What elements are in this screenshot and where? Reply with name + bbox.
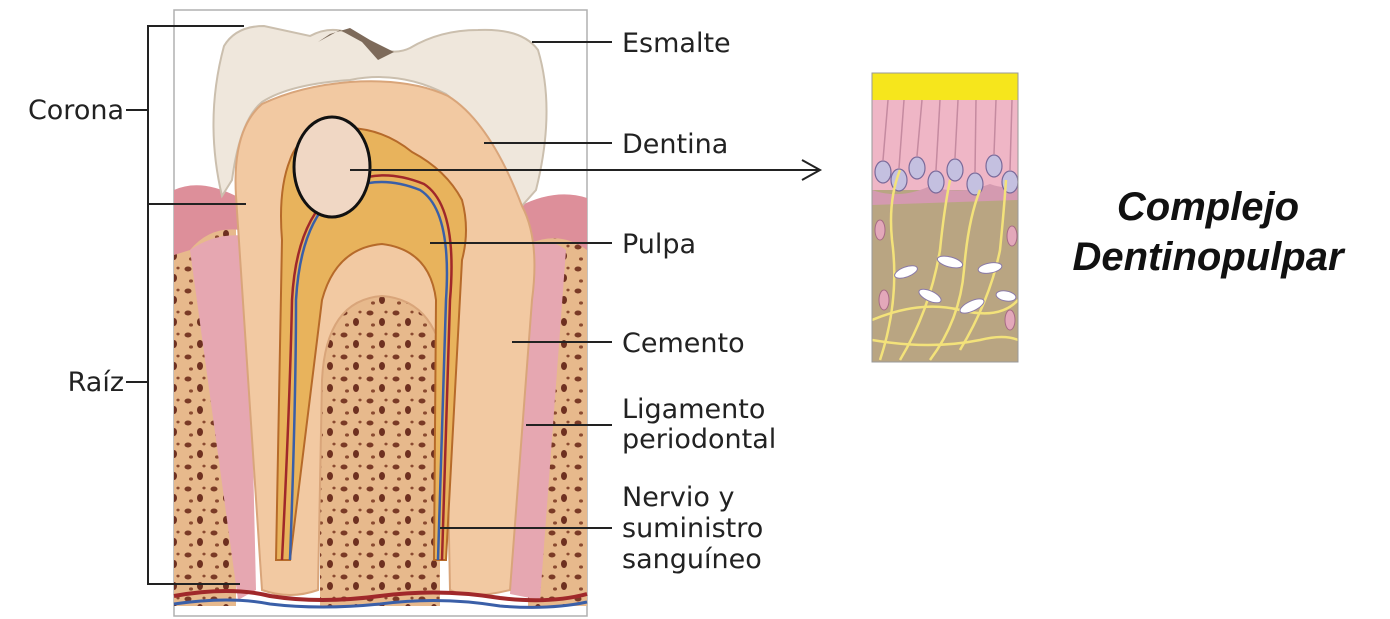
- title-line-1: Complejo: [1117, 185, 1299, 229]
- inter-root-bone: [320, 290, 440, 606]
- label-nervio-2: suministro: [622, 513, 763, 544]
- label-ligamento-1: Ligamento: [622, 394, 765, 425]
- dentinopulpar-detail-image: [872, 73, 1018, 362]
- label-esmalte: Esmalte: [622, 28, 731, 59]
- label-pulpa: Pulpa: [622, 229, 696, 260]
- label-ligamento-2: periodontal: [622, 424, 776, 455]
- label-cemento: Cemento: [622, 328, 745, 359]
- tooth-illustration: [174, 10, 587, 616]
- label-corona: Corona: [28, 95, 124, 126]
- label-raiz: Raíz: [68, 367, 124, 398]
- label-nervio-3: sanguíneo: [622, 544, 762, 575]
- title-line-2: Dentinopulpar: [1072, 235, 1346, 279]
- label-dentina: Dentina: [622, 129, 728, 160]
- label-nervio-1: Nervio y: [622, 482, 734, 513]
- magnified-region-circle: [294, 117, 370, 217]
